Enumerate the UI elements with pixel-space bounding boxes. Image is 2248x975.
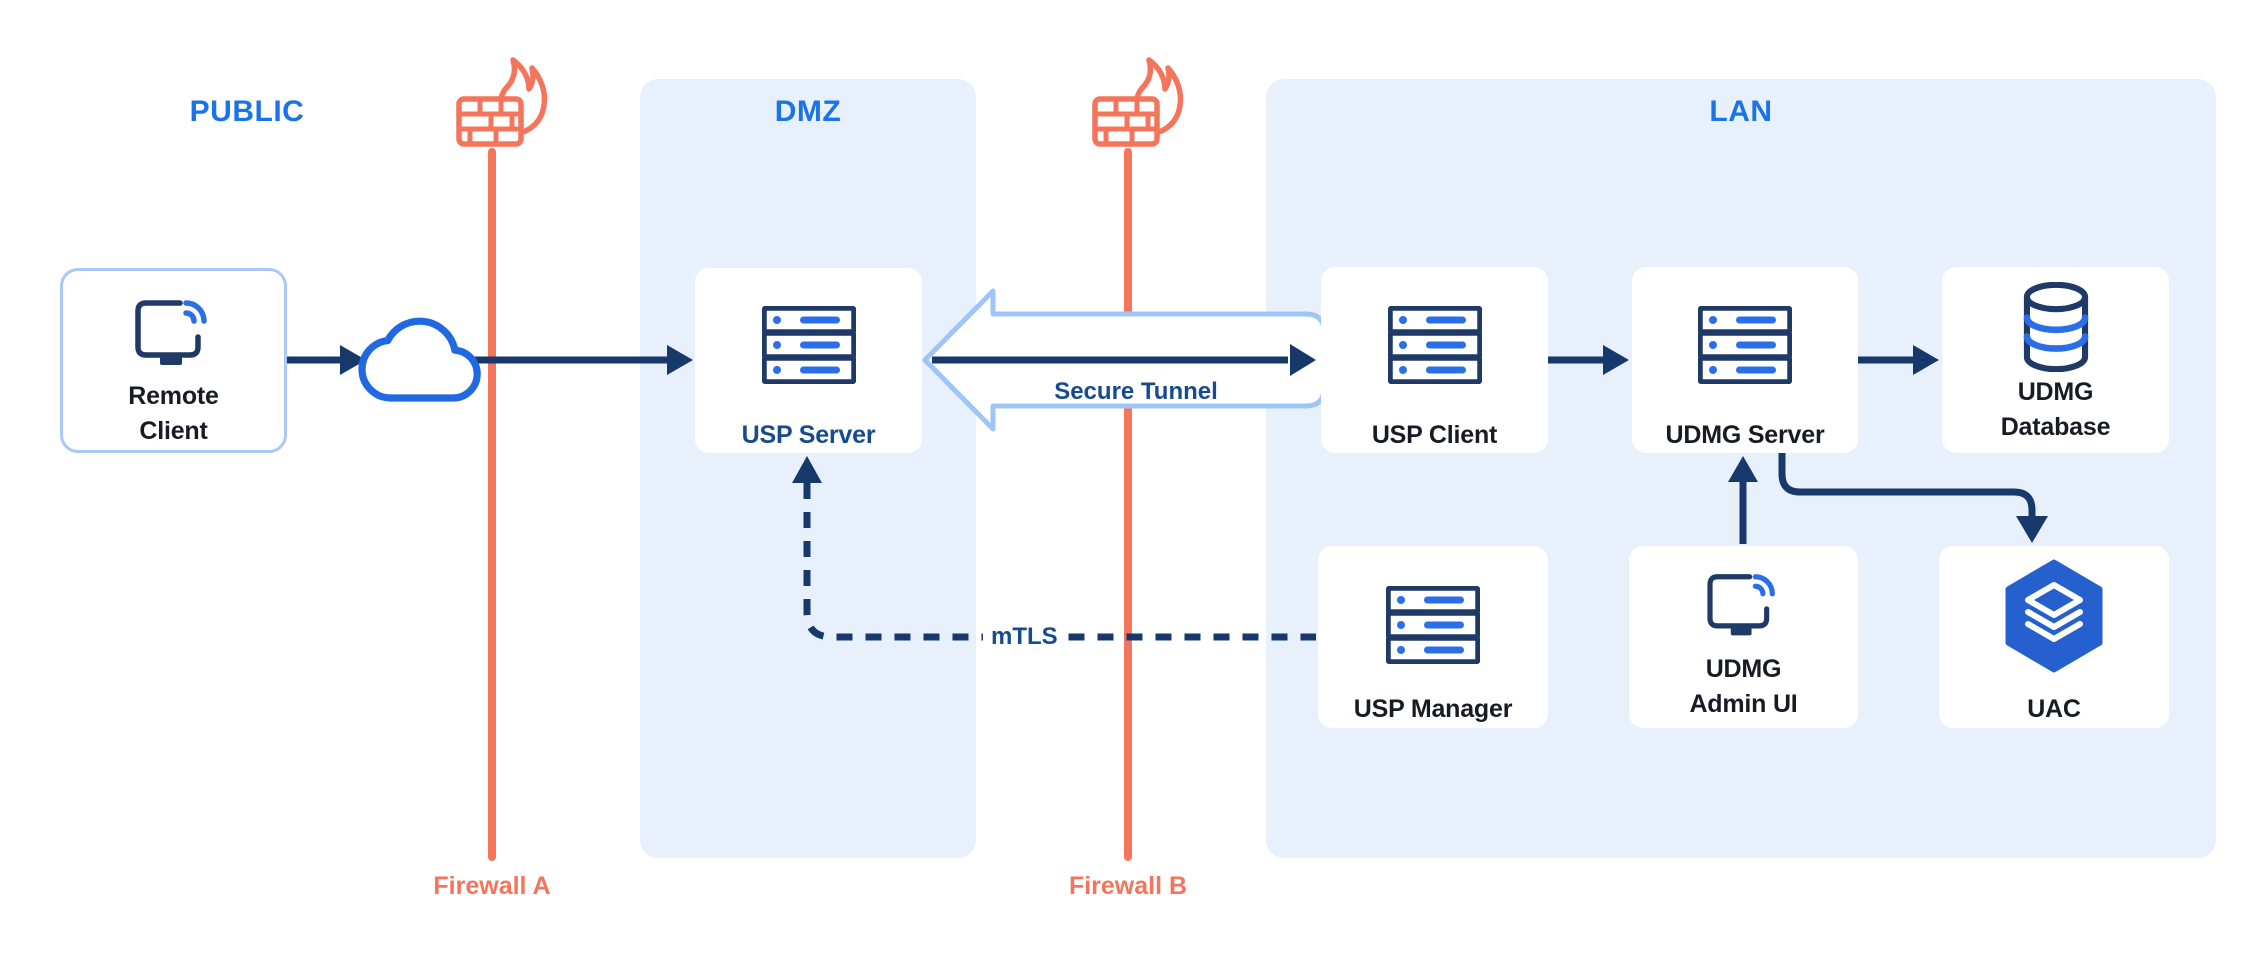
- server-rack-icon: [1698, 306, 1792, 384]
- zone-label-lan: LAN: [1709, 95, 1773, 128]
- firewall-a-label: Firewall A: [433, 872, 551, 900]
- monitor-signal-icon: [1706, 574, 1775, 636]
- firewall-b-label: Firewall B: [1068, 872, 1188, 900]
- node-label: UAC: [2027, 695, 2081, 723]
- arrow-udmg-server-to-udmg-database: [1858, 345, 1939, 375]
- arrow-usp-client-to-udmg-server: [1548, 345, 1629, 375]
- server-rack-icon: [1387, 306, 1482, 384]
- node-label: USP Manager: [1353, 695, 1513, 723]
- zone-label-public: PUBLIC: [189, 95, 305, 128]
- node-usp-server: USP Server: [695, 268, 922, 453]
- arrow-udmg-server-to-uac: [1778, 453, 2048, 543]
- firewall-a-icon: [459, 60, 544, 144]
- node-label: USP Client: [1371, 421, 1498, 449]
- node-label-line: UDMG: [2017, 378, 2094, 406]
- node-remote-client: Remote Client: [60, 268, 287, 453]
- node-label-line: Client: [139, 417, 208, 445]
- arrow-udmg-admin-ui-to-udmg-server: [1728, 456, 1758, 544]
- database-cylinder-icon: [2023, 282, 2088, 372]
- server-rack-icon: [1386, 586, 1480, 664]
- node-usp-manager: USP Manager: [1318, 546, 1548, 728]
- arrow-remote-client-to-cloud: [287, 345, 366, 375]
- secure-tunnel-label: Secure Tunnel: [1054, 378, 1218, 405]
- arrow-usp-server-to-usp-client: [932, 344, 1316, 376]
- node-udmg-admin-ui: UDMG Admin UI: [1629, 546, 1858, 728]
- node-label-line: Remote: [128, 382, 219, 410]
- node-label-line: Database: [2000, 413, 2111, 441]
- node-label: UDMG Server: [1665, 421, 1825, 449]
- node-label: USP Server: [741, 421, 876, 449]
- cloud-internet-icon: [358, 317, 481, 402]
- monitor-signal-icon: [134, 300, 207, 365]
- node-usp-client: USP Client: [1321, 267, 1548, 453]
- mtls-label: mTLS: [983, 623, 1066, 651]
- node-label-line: Admin UI: [1689, 690, 1798, 718]
- arrow-cloud-to-usp-server: [460, 345, 693, 375]
- node-udmg-database: UDMG Database: [1942, 267, 2169, 453]
- server-rack-icon: [761, 306, 856, 384]
- node-udmg-server: UDMG Server: [1632, 267, 1858, 453]
- zone-label-dmz: DMZ: [774, 95, 842, 128]
- layers-hexagon-icon: [2005, 559, 2103, 673]
- firewall-b-icon: [1095, 60, 1180, 144]
- mtls-dashed-connector: [792, 456, 1316, 641]
- node-label-line: UDMG: [1705, 655, 1782, 683]
- node-uac: UAC: [1939, 546, 2169, 728]
